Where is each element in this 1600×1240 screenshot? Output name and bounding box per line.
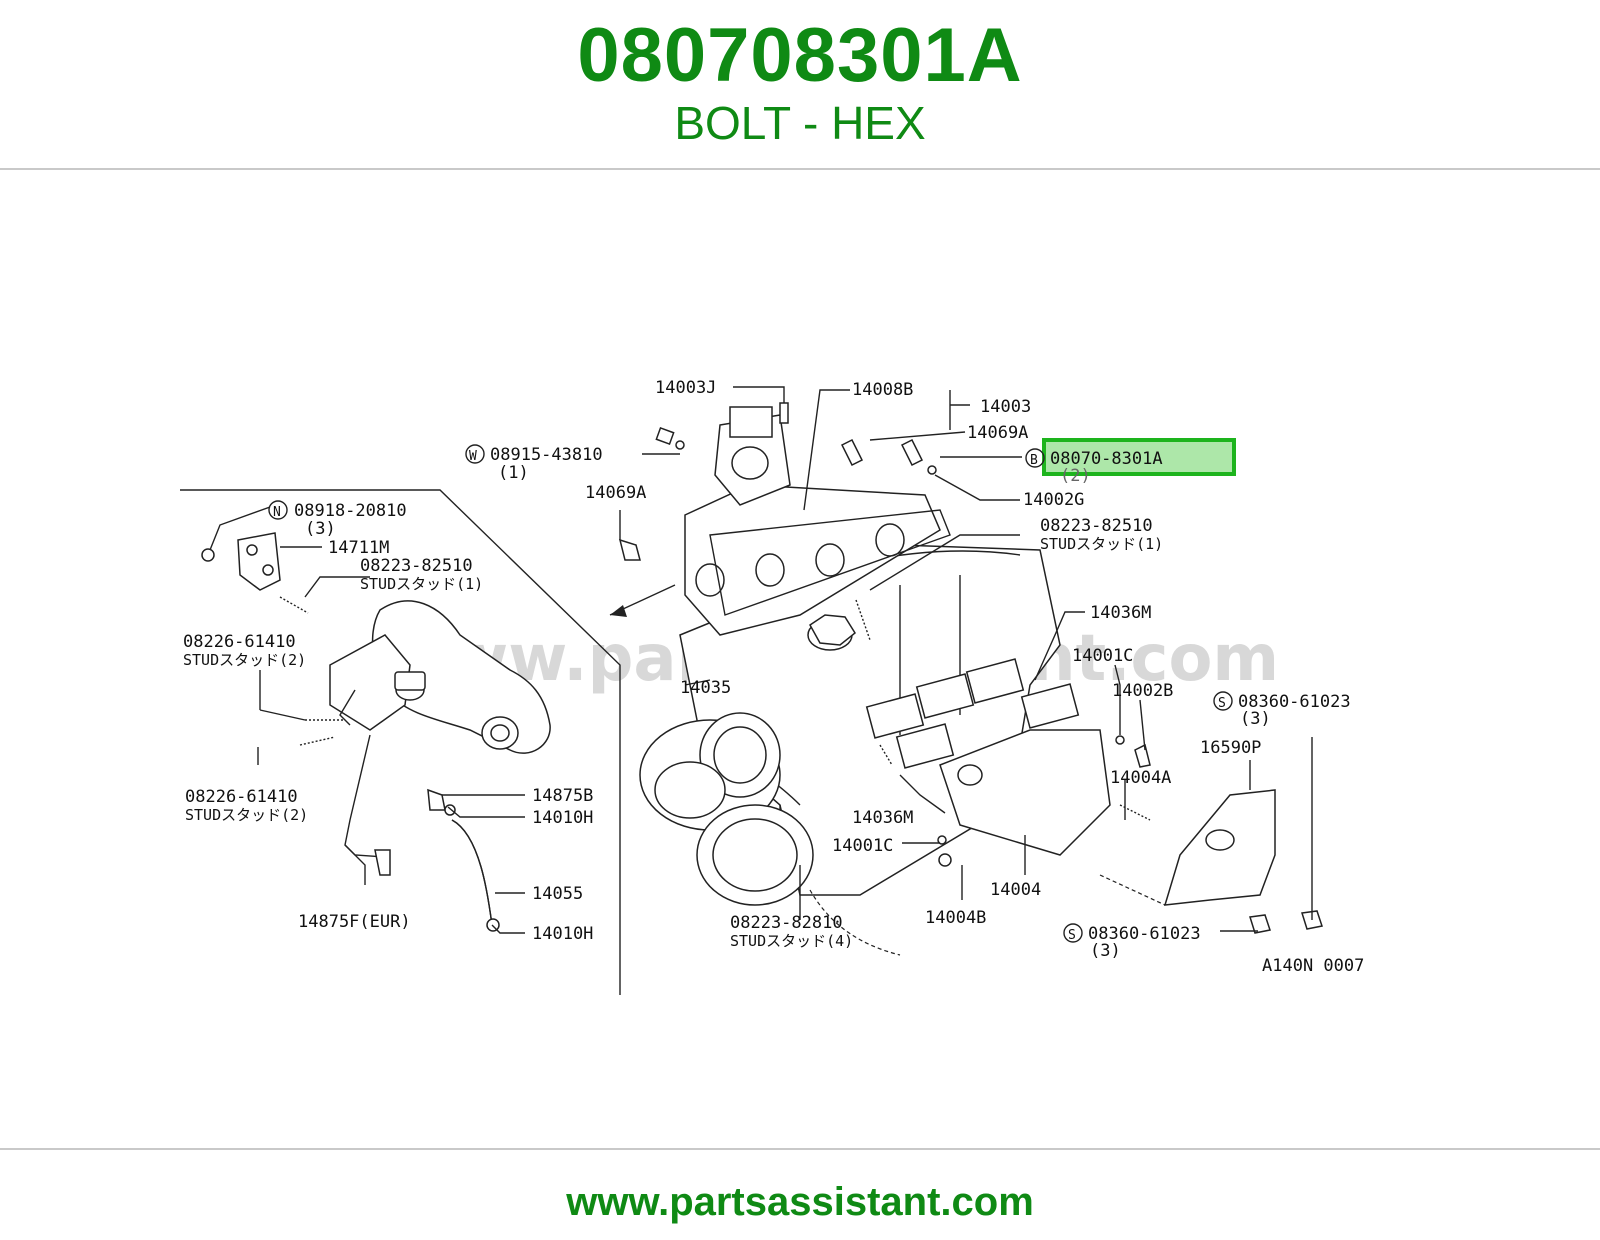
- callout-14069A-left: 14069A: [585, 483, 646, 503]
- callout-16590P: 16590P: [1200, 738, 1261, 758]
- part-description: BOLT - HEX: [674, 97, 926, 149]
- leader-lines: [209, 386, 1313, 934]
- intake-manifold: [684, 406, 941, 651]
- circle-s-marker-bottom: [1063, 923, 1083, 943]
- timing-pulleys: [639, 712, 814, 906]
- callout-s-bottom: S: [1068, 928, 1076, 943]
- callout-08223-82810: 08223-82810: [730, 913, 843, 933]
- studs-left: [279, 596, 345, 746]
- callout-stud-1-right: STUDスタッド(1): [1040, 535, 1163, 553]
- callout-s-top: S: [1218, 696, 1226, 711]
- callout-qty-1: (1): [498, 463, 529, 483]
- callout-14010H-bottom: 14010H: [532, 924, 593, 944]
- callout-stud-2-b: STUDスタッド(2): [185, 806, 308, 824]
- parts-diagram: www.partsassistant.com: [180, 378, 1364, 995]
- part-number-title: 080708301A: [577, 13, 1023, 98]
- intake-gasket: [709, 509, 951, 616]
- callout-14010H-top: 14010H: [532, 808, 593, 828]
- callout-14004B: 14004B: [925, 908, 986, 928]
- callout-14008B: 14008B: [852, 380, 913, 400]
- callout-qty-2: (2): [1060, 466, 1091, 486]
- callout-14036M-top: 14036M: [1090, 603, 1151, 623]
- circle-w-marker: [465, 444, 485, 464]
- exhaust-gaskets-right: [865, 658, 1080, 792]
- callout-labels: 14003J 14008B 14003 14069A W 08915-43810…: [183, 378, 1364, 976]
- callout-14035: 14035: [680, 678, 731, 698]
- circle-b-marker: [1025, 448, 1045, 468]
- callout-14875B: 14875B: [532, 786, 593, 806]
- page-header: 080708301A BOLT - HEX: [0, 0, 1600, 170]
- callout-14004A: 14004A: [1110, 768, 1171, 788]
- callout-14003J: 14003J: [655, 378, 716, 398]
- callout-08226-61410-a: 08226-61410: [183, 632, 296, 652]
- callout-14001C-top: 14001C: [1072, 646, 1133, 666]
- callout-08223-82510-right: 08223-82510: [1040, 516, 1153, 536]
- callout-14001C-bottom: 14001C: [832, 836, 893, 856]
- callout-14055: 14055: [532, 884, 583, 904]
- callout-w: W: [469, 449, 477, 464]
- callout-stud-4: STUDスタッド(4): [730, 932, 853, 950]
- callout-14002B: 14002B: [1112, 681, 1173, 701]
- callout-14711M: 14711M: [328, 538, 389, 558]
- callout-14002G: 14002G: [1023, 490, 1084, 510]
- hose-14055: [427, 788, 500, 932]
- callout-qty-3: (3): [305, 519, 336, 539]
- callout-08226-61410-b: 08226-61410: [185, 787, 298, 807]
- callout-08915-43810: 08915-43810: [490, 445, 603, 465]
- circle-n-marker: [268, 500, 288, 520]
- circle-s-marker-top: [1213, 691, 1233, 711]
- front-arrow: [609, 584, 676, 617]
- section-divider: [180, 489, 621, 995]
- callout-08223-82510-left: 08223-82510: [360, 556, 473, 576]
- callout-stud-1-left: STUDスタッド(1): [360, 575, 483, 593]
- callout-n: N: [273, 505, 281, 520]
- exhaust-manifold: [329, 600, 551, 754]
- footer-divider: [0, 1148, 1600, 1150]
- callout-stud-2-a: STUDスタッド(2): [183, 651, 306, 669]
- bracket-14711M: [201, 532, 281, 591]
- callout-08918-20810: 08918-20810: [294, 501, 407, 521]
- callout-b: B: [1030, 453, 1038, 468]
- diagram-reference-code: A140N 0007: [1262, 956, 1364, 976]
- callout-08360-61023-bottom: 08360-61023: [1088, 924, 1201, 944]
- footer-website-link[interactable]: www.partsassistant.com: [566, 1180, 1034, 1224]
- callout-qty-3-top: (3): [1240, 709, 1271, 729]
- heat-shield-14004: [938, 729, 1111, 867]
- callout-qty-3-bottom: (3): [1090, 941, 1121, 961]
- header-divider: [0, 168, 1600, 170]
- callout-08070-8301A[interactable]: 08070-8301A: [1050, 449, 1163, 469]
- tube-14875F: [344, 734, 391, 876]
- callout-14036M-bottom: 14036M: [852, 808, 913, 828]
- shield-16590P: [1163, 789, 1276, 906]
- callout-14069A-top: 14069A: [967, 423, 1028, 443]
- callout-08360-61023-top: 08360-61023: [1238, 692, 1351, 712]
- callout-14875F-EUR: 14875F(EUR): [298, 912, 411, 932]
- callout-14004: 14004: [990, 880, 1041, 900]
- bolts-and-nuts: [618, 402, 1323, 934]
- callout-14003: 14003: [980, 397, 1031, 417]
